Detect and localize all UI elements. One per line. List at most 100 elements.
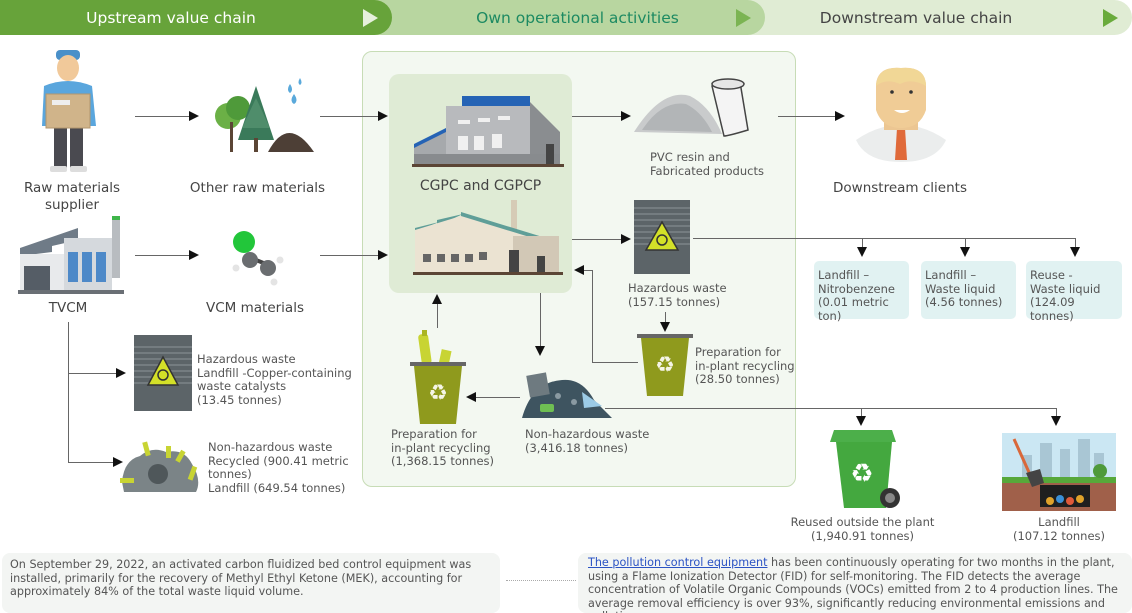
- upstream-hazardous-waste-label: Hazardous waste Landfill -Copper-contain…: [197, 352, 352, 407]
- tvcm-factory-icon: [18, 216, 124, 294]
- play-arrow-icon: [363, 9, 378, 27]
- liquid-box-line1: Landfill –: [925, 268, 977, 282]
- dotted-connector: [506, 580, 576, 581]
- arrow-down-icon: [535, 346, 545, 356]
- raw-materials-supplier-label: Raw materials supplier: [23, 180, 121, 213]
- connector-line: [665, 312, 666, 324]
- arrow-down-icon: [960, 247, 970, 257]
- liquid-box-reuse-waste-liquid: Reuse - Waste liquid (124.09 tonnes): [1026, 261, 1122, 322]
- arrow-down-icon: [856, 416, 866, 426]
- connector-line: [592, 362, 638, 363]
- non-hazardous-pile-icon: [120, 441, 199, 492]
- header-operations-label: Own operational activities: [476, 8, 679, 27]
- note-pollution-text: has been continuously operating for two …: [588, 556, 1118, 613]
- arrow-left-icon: [574, 265, 584, 275]
- vcm-molecule-icon: [232, 231, 284, 286]
- nonhaz-recycling-amount: (1,368.15 tonnes): [391, 454, 495, 468]
- connector-line: [320, 116, 378, 117]
- haz-recycling-line2: in-plant recycling: [695, 358, 795, 373]
- connector-line: [584, 270, 593, 271]
- non-hazardous-line1: Recycled (900.41 metric: [208, 453, 349, 468]
- connector-line: [693, 238, 1076, 239]
- pvc-line1: PVC resin and: [650, 150, 730, 164]
- haz-recycling-line1: Preparation for: [695, 345, 781, 359]
- non-hazardous-debris-icon: [522, 372, 612, 418]
- ops-non-hazardous-label: Non-hazardous waste (3,416.18 tonnes): [525, 427, 650, 455]
- recycling-bin-icon: ♻: [637, 334, 693, 396]
- non-hazardous-line2: tonnes): [208, 467, 252, 481]
- ops-non-hazardous-amount: (3,416.18 tonnes): [525, 440, 629, 455]
- recycling-bin-with-bottles-icon: ♻: [410, 330, 466, 424]
- reused-title: Reused outside the plant: [790, 515, 935, 529]
- liquid-box-line3: (0.01 metric ton): [818, 295, 889, 323]
- other-raw-materials-icon: [215, 78, 314, 152]
- non-hazardous-line3: Landfill (649.54 tonnes): [208, 480, 346, 495]
- arrow-up-icon: [432, 294, 442, 304]
- liquid-box-line3: (124.09 tonnes): [1030, 295, 1075, 323]
- arrow-right-icon: [189, 111, 199, 121]
- connector-line: [605, 408, 1057, 409]
- vcm-materials-label: VCM materials: [206, 300, 304, 316]
- header-upstream-label: Upstream value chain: [86, 8, 256, 27]
- svg-text:♻: ♻: [850, 459, 873, 489]
- pvc-products-label: PVC resin and Fabricated products: [650, 150, 764, 178]
- plant-label: CGPC and CGPCP: [419, 178, 542, 194]
- play-arrow-icon: [1103, 9, 1118, 27]
- non-hazardous-title: Non-hazardous waste: [208, 440, 333, 454]
- connector-line: [862, 238, 863, 248]
- arrow-down-icon: [857, 247, 867, 257]
- arrow-left-icon: [466, 392, 476, 402]
- hazardous-barrel-icon: [134, 335, 192, 411]
- arrow-right-icon: [113, 457, 123, 467]
- downstream-clients-label: Downstream clients: [833, 180, 967, 196]
- connector-line: [965, 238, 966, 248]
- ops-hazardous-amount: (157.15 tonnes): [628, 294, 721, 309]
- svg-text:♻: ♻: [655, 353, 675, 378]
- liquid-box-line2: Waste liquid: [1030, 281, 1101, 296]
- liquid-box-line3: (4.56 tonnes): [925, 295, 1003, 309]
- cgpc-plant-icon: [412, 96, 564, 167]
- pvc-line2: Fabricated products: [650, 163, 764, 178]
- arrow-down-icon: [1070, 247, 1080, 257]
- connector-line: [572, 239, 622, 240]
- liquid-box-line1: Reuse -: [1030, 268, 1073, 282]
- connector-line: [68, 462, 114, 463]
- connector-line: [1056, 408, 1057, 417]
- connector-line: [778, 116, 836, 117]
- arrow-right-icon: [116, 368, 126, 378]
- arrow-right-icon: [378, 250, 388, 260]
- connector-line: [540, 293, 541, 347]
- liquid-box-nitrobenzene: Landfill – Nitrobenzene (0.01 metric ton…: [814, 261, 909, 322]
- hazardous-line2: waste catalysts: [197, 379, 287, 393]
- connector-line: [320, 255, 378, 256]
- note-mek-recovery: On September 29, 2022, an activated carb…: [2, 553, 500, 613]
- arrow-right-icon: [189, 250, 199, 260]
- second-plant-icon: [413, 200, 563, 275]
- arrow-down-icon: [1051, 416, 1061, 426]
- connector-line: [437, 304, 438, 328]
- header-downstream-label: Downstream value chain: [819, 8, 1013, 27]
- arrow-right-icon: [621, 234, 631, 244]
- haz-recycling-amount: (28.50 tonnes): [695, 372, 780, 386]
- connector-line: [68, 322, 69, 462]
- ops-non-hazardous-title: Non-hazardous waste: [525, 427, 650, 441]
- hazardous-title: Hazardous waste: [197, 352, 296, 366]
- supplier-person-icon: [42, 50, 96, 172]
- downstream-client-icon: [856, 67, 946, 162]
- pvc-resin-roll-icon: [634, 78, 749, 137]
- liquid-box-line1: Landfill –: [818, 268, 870, 282]
- haz-recycling-label: Preparation for in-plant recycling (28.5…: [695, 345, 795, 387]
- landfill-title: Landfill: [1038, 515, 1080, 529]
- connector-line: [68, 373, 118, 374]
- connector-line: [1075, 238, 1076, 248]
- connector-line: [572, 116, 622, 117]
- hazardous-barrel-icon: [634, 200, 690, 274]
- upstream-non-hazardous-waste-label: Non-hazardous waste Recycled (900.41 met…: [208, 440, 349, 495]
- arrow-right-icon: [378, 111, 388, 121]
- connector-line: [135, 255, 190, 256]
- pollution-control-link[interactable]: The pollution control equipment: [588, 556, 768, 569]
- nonhaz-recycling-line2: in-plant recycling: [391, 440, 491, 455]
- connector-line: [592, 270, 593, 363]
- tvcm-label: TVCM: [48, 300, 88, 316]
- arrow-down-icon: [660, 322, 670, 332]
